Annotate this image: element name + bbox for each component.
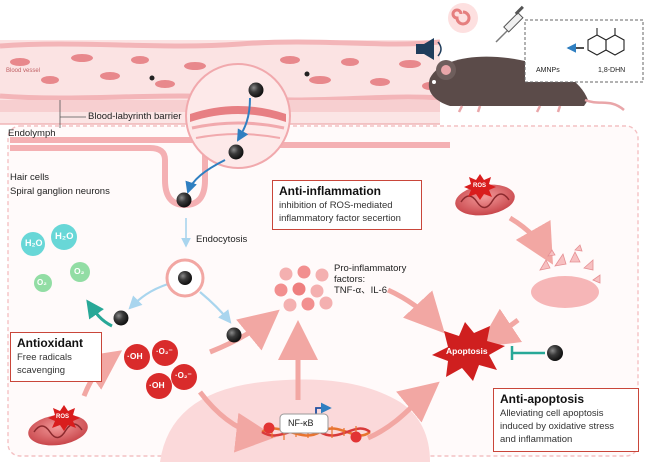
apoptosis-label: Apoptosis xyxy=(446,346,488,356)
anti-apoptosis-desc: induced by oxidative stress xyxy=(500,421,615,432)
pro-inflammatory-spheres xyxy=(274,265,333,312)
barrier-label: Blood-labyrinth barrier xyxy=(88,111,182,122)
nanoparticle xyxy=(547,345,563,361)
blood-vessel-label: Blood vessel xyxy=(6,68,41,74)
anti-inflammation-desc: inhibition of ROS-mediated xyxy=(279,200,393,211)
amnps-label: AMNPs xyxy=(536,67,560,74)
ros-label-left: ROS xyxy=(56,414,70,420)
dna-helix xyxy=(261,402,371,443)
superoxide-label: ·O₂⁻ xyxy=(175,371,192,380)
pro-inflammatory-factors: factors: xyxy=(334,274,366,285)
synthesis-box xyxy=(524,19,644,83)
antioxidant-desc: scavenging xyxy=(17,365,66,376)
endocytosis-vesicle xyxy=(165,258,205,298)
pathway-arrows xyxy=(77,97,553,453)
superoxide-label: ·O₂⁻ xyxy=(156,347,173,356)
ros-label-right: ROS xyxy=(473,183,487,189)
dhn-structure xyxy=(587,28,625,56)
nanoparticle xyxy=(176,192,192,208)
nanoparticle xyxy=(248,82,264,98)
nanoparticle xyxy=(113,310,129,326)
antioxidant-box: Antioxidant Free radicals scavenging xyxy=(10,332,102,382)
pro-inflammatory-title: Pro-inflammatory xyxy=(334,263,407,274)
hair-cells-label: Hair cells xyxy=(10,172,50,183)
spiral-ganglion-label: Spiral ganglion neurons xyxy=(10,186,110,197)
endocytosis-label: Endocytosis xyxy=(196,234,248,245)
mitochondria xyxy=(28,174,601,446)
speaker-icon xyxy=(416,38,442,60)
nanoparticle xyxy=(226,327,242,343)
anti-inflammation-title: Anti-inflammation xyxy=(279,184,381,198)
syringe-icon xyxy=(495,5,524,43)
antioxidant-products xyxy=(21,224,90,292)
hydroxyl-radical-label: ·OH xyxy=(149,380,165,390)
h2o-label: H₂O xyxy=(25,238,43,248)
dhn-label: 1,8-DHN xyxy=(598,67,626,74)
nanoparticle xyxy=(228,144,244,160)
anti-apoptosis-title: Anti-apoptosis xyxy=(500,392,584,406)
antioxidant-desc: Free radicals xyxy=(17,352,72,363)
apoptosis-burst xyxy=(432,322,505,381)
ros-cluster xyxy=(124,340,197,399)
antioxidant-title: Antioxidant xyxy=(17,336,83,350)
pro-inflammatory-list: TNF-α、IL-6 xyxy=(334,285,387,296)
anti-apoptosis-desc: and inflammation xyxy=(500,434,573,445)
anti-inflammation-desc: inflammatory factor secertion xyxy=(279,213,401,224)
h2o-label: H₂O xyxy=(55,231,74,242)
cochlea-icon xyxy=(448,3,478,33)
o2-label: O₂ xyxy=(74,266,85,276)
inhibition-marker xyxy=(510,346,545,360)
endolymph-label: Endolymph xyxy=(8,128,56,139)
o2-label: O₂ xyxy=(37,278,47,287)
barrier-zoom xyxy=(185,63,291,169)
anti-apoptosis-desc: Alleviating cell apoptosis xyxy=(500,408,604,419)
anti-inflammation-box: Anti-inflammation inhibition of ROS-medi… xyxy=(272,180,422,230)
anti-apoptosis-box: Anti-apoptosis Alleviating cell apoptosi… xyxy=(493,388,639,452)
nfkb-label: NF-κB xyxy=(288,418,314,428)
hydroxyl-radical-label: ·OH xyxy=(127,351,143,361)
